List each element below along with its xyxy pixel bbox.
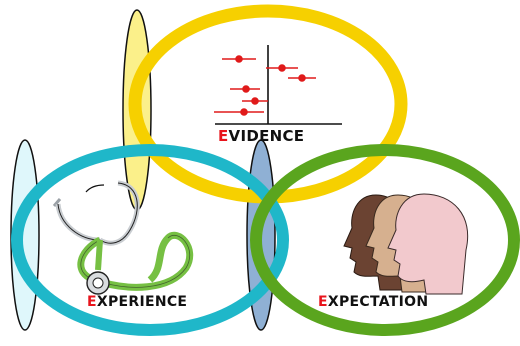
experience-label-rest: XPERIENCE: [97, 294, 187, 310]
experience-label: EXPERIENCE: [87, 294, 187, 310]
expectation-ring: [250, 144, 520, 336]
expectation-label-rest: XPECTATION: [328, 294, 428, 310]
forest-plot-icon: [214, 45, 342, 125]
experience-label-initial: E: [87, 294, 97, 310]
evidence-label-rest: VIDENCE: [229, 127, 305, 145]
evidence-label-initial: E: [218, 127, 229, 145]
expectation-label: EXPECTATION: [318, 294, 428, 310]
expectation-label-initial: E: [318, 294, 328, 310]
experience-ring: [11, 144, 289, 336]
evidence-label: EVIDENCE: [218, 127, 304, 145]
human-profiles-icon: [343, 193, 469, 295]
stethoscope-icon: [52, 180, 194, 295]
